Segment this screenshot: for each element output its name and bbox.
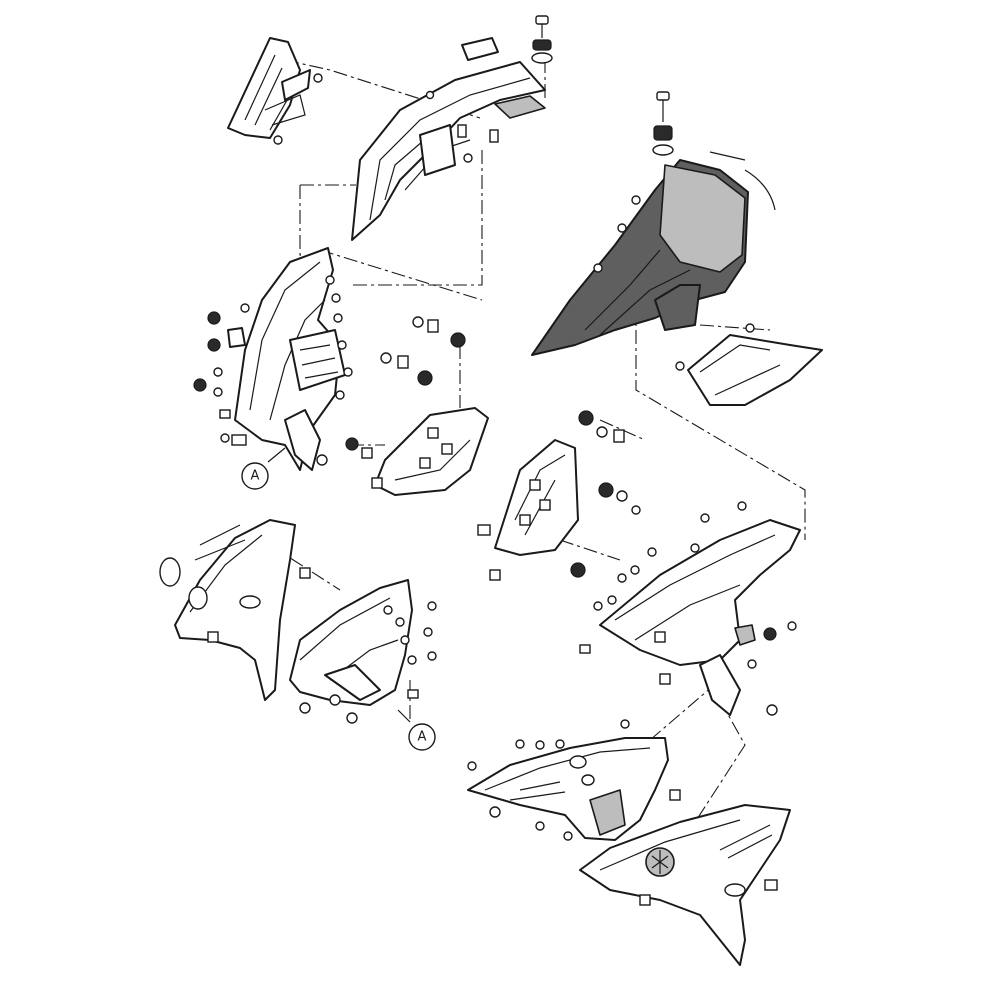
right-lower-inner-cowl (579, 519, 801, 716)
mount-bracket-middle (371, 407, 489, 496)
bottom-inner-cowl (467, 719, 681, 841)
left-side-fairing-outer (159, 519, 311, 701)
screw-stack-right (652, 91, 674, 156)
callout-a-lower: A (397, 709, 436, 751)
inner-fairing-frame (219, 247, 353, 471)
middle-grommet-column (345, 316, 466, 459)
left-inner-fairing-panel (289, 579, 437, 724)
left-grommet-column (193, 303, 250, 443)
right-grommet-column (570, 410, 641, 578)
right-mount-bracket (477, 439, 579, 581)
upper-fairing-bracket (351, 37, 546, 241)
screw-stack-top (531, 15, 553, 64)
right-fastener-column (593, 501, 747, 611)
callout-a-lower-label: A (418, 730, 427, 745)
right-trim-cover (675, 323, 823, 406)
front-cowl-shaded (531, 151, 776, 356)
callout-a-upper: A (241, 447, 286, 490)
callout-a-upper-label: A (251, 469, 260, 484)
upper-left-side-panel (227, 37, 323, 145)
right-side-fairing-outer (579, 804, 791, 966)
